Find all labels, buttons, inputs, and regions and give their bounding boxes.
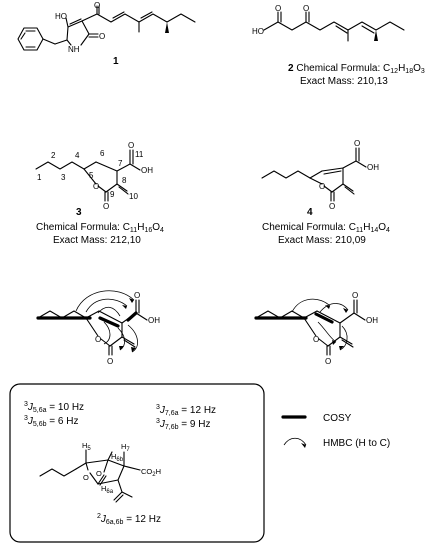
compound-2-mass: Exact Mass: 210,13 bbox=[300, 76, 388, 87]
compound-3-c11-label: 11 bbox=[135, 150, 144, 159]
cosy-legend-label: COSY bbox=[323, 413, 352, 424]
compound-3-number: 3 bbox=[76, 207, 82, 218]
compound-3-c9-label: 9 bbox=[110, 190, 115, 199]
correlation-left-structure bbox=[36, 290, 148, 356]
correlation-left-lactone-o-label: O bbox=[107, 357, 113, 366]
correlation-right-ring-o-label: O bbox=[313, 335, 319, 344]
compound-2-structure bbox=[263, 11, 405, 42]
compound-3-c10-label: 10 bbox=[129, 192, 138, 201]
correlation-left-carbonyl-o-label: O bbox=[134, 291, 140, 300]
coupling-j56a: 3J5,6a = 10 Hz bbox=[24, 401, 84, 414]
compound-3-c6-label: 6 bbox=[100, 149, 105, 158]
compound-1-nh-label: NH bbox=[68, 45, 80, 54]
compound-1-structure bbox=[17, 5, 196, 51]
correlation-left-hydroxyl-label: OH bbox=[148, 316, 160, 325]
correlation-right-carbonyl-o-label: O bbox=[352, 291, 358, 300]
compound-1-ketone-o-label: O bbox=[94, 1, 100, 10]
legend: COSY HMBC (H to C) bbox=[281, 413, 390, 449]
chair-h5-label: H5 bbox=[82, 441, 91, 452]
compound-4-mass: Exact Mass: 210,09 bbox=[278, 235, 366, 246]
compound-3-formula: Chemical Formula: C11H16O4 bbox=[36, 222, 164, 234]
compound-3-lactone-o-label: O bbox=[103, 202, 109, 211]
coupling-j76a: 3J7,6a = 12 Hz bbox=[156, 404, 216, 417]
compound-3-c3-label: 3 bbox=[61, 173, 66, 182]
compound-3-c2-label: 2 bbox=[51, 151, 56, 160]
compound-3-c4-label: 4 bbox=[75, 151, 80, 160]
compound-2-hydroxyl-label: HO bbox=[252, 27, 264, 36]
chair-h7-label: H7 bbox=[121, 442, 130, 453]
hmbc-legend-label: HMBC (H to C) bbox=[323, 438, 390, 449]
correlation-right-hydroxyl-label: OH bbox=[366, 316, 378, 325]
coupling-j56b: 3J5,6b = 6 Hz bbox=[24, 415, 79, 428]
compound-4-carbonyl-o-label: O bbox=[354, 139, 360, 148]
compound-4-hydroxyl-label: OH bbox=[367, 163, 379, 172]
compound-4-formula: Chemical Formula: C11H14O4 bbox=[262, 222, 390, 234]
compound-4-ring-o-label: O bbox=[319, 182, 325, 191]
chair-lactone-o-label: O bbox=[96, 469, 102, 478]
chair-ring-o-label: O bbox=[83, 473, 89, 482]
compound-3-c8-label: 8 bbox=[122, 176, 127, 185]
compound-3-structure bbox=[35, 149, 141, 202]
compound-2-formula: 2 Chemical Formula: C12H18O3 bbox=[288, 63, 425, 75]
chair-conformation-structure bbox=[39, 449, 141, 503]
compound-3-c7-label: 7 bbox=[118, 159, 123, 168]
correlation-right-structure bbox=[254, 298, 366, 356]
chair-h6a-label: H6a bbox=[101, 484, 114, 495]
compound-1-number: 1 bbox=[113, 56, 119, 67]
compound-3-mass: Exact Mass: 212,10 bbox=[53, 235, 141, 246]
hmbc-arrow-icon bbox=[283, 437, 307, 446]
coupling-constants-box bbox=[9, 383, 265, 543]
compound-1-lactam-o-label: O bbox=[99, 32, 105, 41]
compound-4-lactone-o-label: O bbox=[329, 202, 335, 211]
compound-3-c5-label: 5 bbox=[89, 171, 94, 180]
compound-2-ketone-o-label: O bbox=[303, 4, 309, 13]
chair-co2h-label: CO2H bbox=[141, 467, 161, 478]
chair-h6b-label: H6b bbox=[111, 452, 124, 463]
compound-4-structure bbox=[261, 147, 367, 202]
compound-3-ring-o-label: O bbox=[93, 182, 99, 191]
compound-3-c1-label: 1 bbox=[37, 173, 42, 182]
compound-4-number: 4 bbox=[307, 207, 313, 218]
coupling-j76b: 3J7,6b = 9 Hz bbox=[156, 418, 211, 431]
correlation-right-lactone-o-label: O bbox=[325, 357, 331, 366]
compound-2-acid-o-label: O bbox=[275, 4, 281, 13]
correlation-left-ring-o-label: O bbox=[95, 335, 101, 344]
compound-3-hydroxyl-label: OH bbox=[141, 166, 153, 175]
compound-3-carbonyl-o-label: O bbox=[128, 141, 134, 150]
coupling-j6a6b: 2J6a,6b = 12 Hz bbox=[97, 513, 161, 526]
compound-2-number: 2 bbox=[288, 63, 294, 74]
compound-1-hydroxyl-label: HO bbox=[55, 12, 67, 21]
